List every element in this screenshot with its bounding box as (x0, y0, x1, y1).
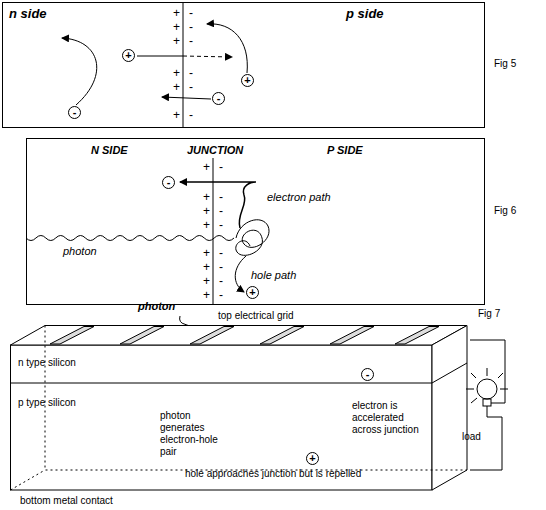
charge-symbol: - (361, 368, 374, 381)
node-text: load (462, 431, 481, 443)
junction-sign: - (219, 274, 223, 288)
node-text: photon (63, 245, 97, 258)
solar-cell: n type silicon p type silicon photon gener… (10, 325, 470, 495)
junction-sign: + (173, 80, 180, 94)
charge-symbol: + (246, 286, 259, 299)
node-text: electron path (267, 191, 331, 204)
charge-symbol: + (306, 452, 319, 465)
node-text: n type silicon (18, 357, 76, 369)
wire (470, 340, 505, 365)
electron-path (180, 182, 256, 228)
charge-symbol: - (68, 106, 81, 119)
node-text: JUNCTION (187, 144, 243, 157)
junction-sign: + (173, 34, 180, 48)
junction-sign: + (203, 218, 210, 232)
junction-sign: - (219, 204, 223, 218)
charge-symbol: - (162, 176, 175, 189)
junction-line (213, 158, 214, 305)
wire (470, 447, 502, 470)
annotation: bottom metal contact (20, 495, 113, 507)
junction-sign: - (189, 80, 193, 94)
junction-sign: + (203, 204, 210, 218)
junction-sign: - (189, 6, 193, 20)
hole-arrow (207, 24, 247, 73)
junction-sign: + (203, 160, 210, 174)
figure-frame: N SIDE JUNCTION P SIDE electron path photon h… (26, 138, 485, 305)
charge-symbol: - (212, 92, 225, 105)
photon-wave (26, 236, 234, 241)
annotation: top electrical grid (218, 310, 294, 322)
electron-arrow (162, 97, 211, 99)
hole-arrow (137, 56, 183, 57)
junction-sign: + (203, 274, 210, 288)
figure-label: Fig 5 (494, 58, 516, 70)
carrier-path (236, 220, 269, 256)
node-text: hole approaches junction but is repelled (185, 468, 361, 480)
junction-sign: + (203, 246, 210, 260)
junction-sign: - (219, 260, 223, 274)
figure-label: Fig 7 (478, 308, 500, 320)
junction-sign: + (203, 260, 210, 274)
node-text: photon generates electron-hole pair (160, 410, 228, 458)
figure-label: Fig 6 (494, 205, 516, 217)
junction-sign: - (189, 108, 193, 122)
node-text: n side (9, 6, 47, 22)
junction-sign: + (203, 288, 210, 302)
node-text: hole path (251, 269, 296, 282)
node-text: electron is accelerated across junction (352, 400, 424, 436)
charge-symbol: + (241, 74, 254, 87)
hole-path (235, 256, 246, 292)
hole-arrow (183, 56, 232, 57)
electron-arrow (62, 38, 97, 105)
junction-sign: - (219, 190, 223, 204)
junction-sign: - (219, 288, 223, 302)
annotation: photon (138, 300, 175, 313)
junction-sign: + (173, 6, 180, 20)
junction-sign: + (203, 190, 210, 204)
load-bulb: load (458, 365, 518, 447)
node-text: p type silicon (18, 397, 76, 409)
node-text: N SIDE (91, 144, 128, 157)
node-text: P SIDE (327, 144, 363, 157)
junction-line (183, 2, 184, 128)
junction-sign: + (173, 20, 180, 34)
node-text: p side (346, 6, 384, 22)
junction-sign: + (173, 108, 180, 122)
junction-sign: - (219, 160, 223, 174)
junction-sign: - (219, 218, 223, 232)
junction-sign: - (189, 20, 193, 34)
junction-sign: - (189, 34, 193, 48)
junction-sign: + (173, 66, 180, 80)
junction-sign: - (219, 246, 223, 260)
charge-symbol: + (122, 49, 135, 62)
junction-sign: - (189, 66, 193, 80)
